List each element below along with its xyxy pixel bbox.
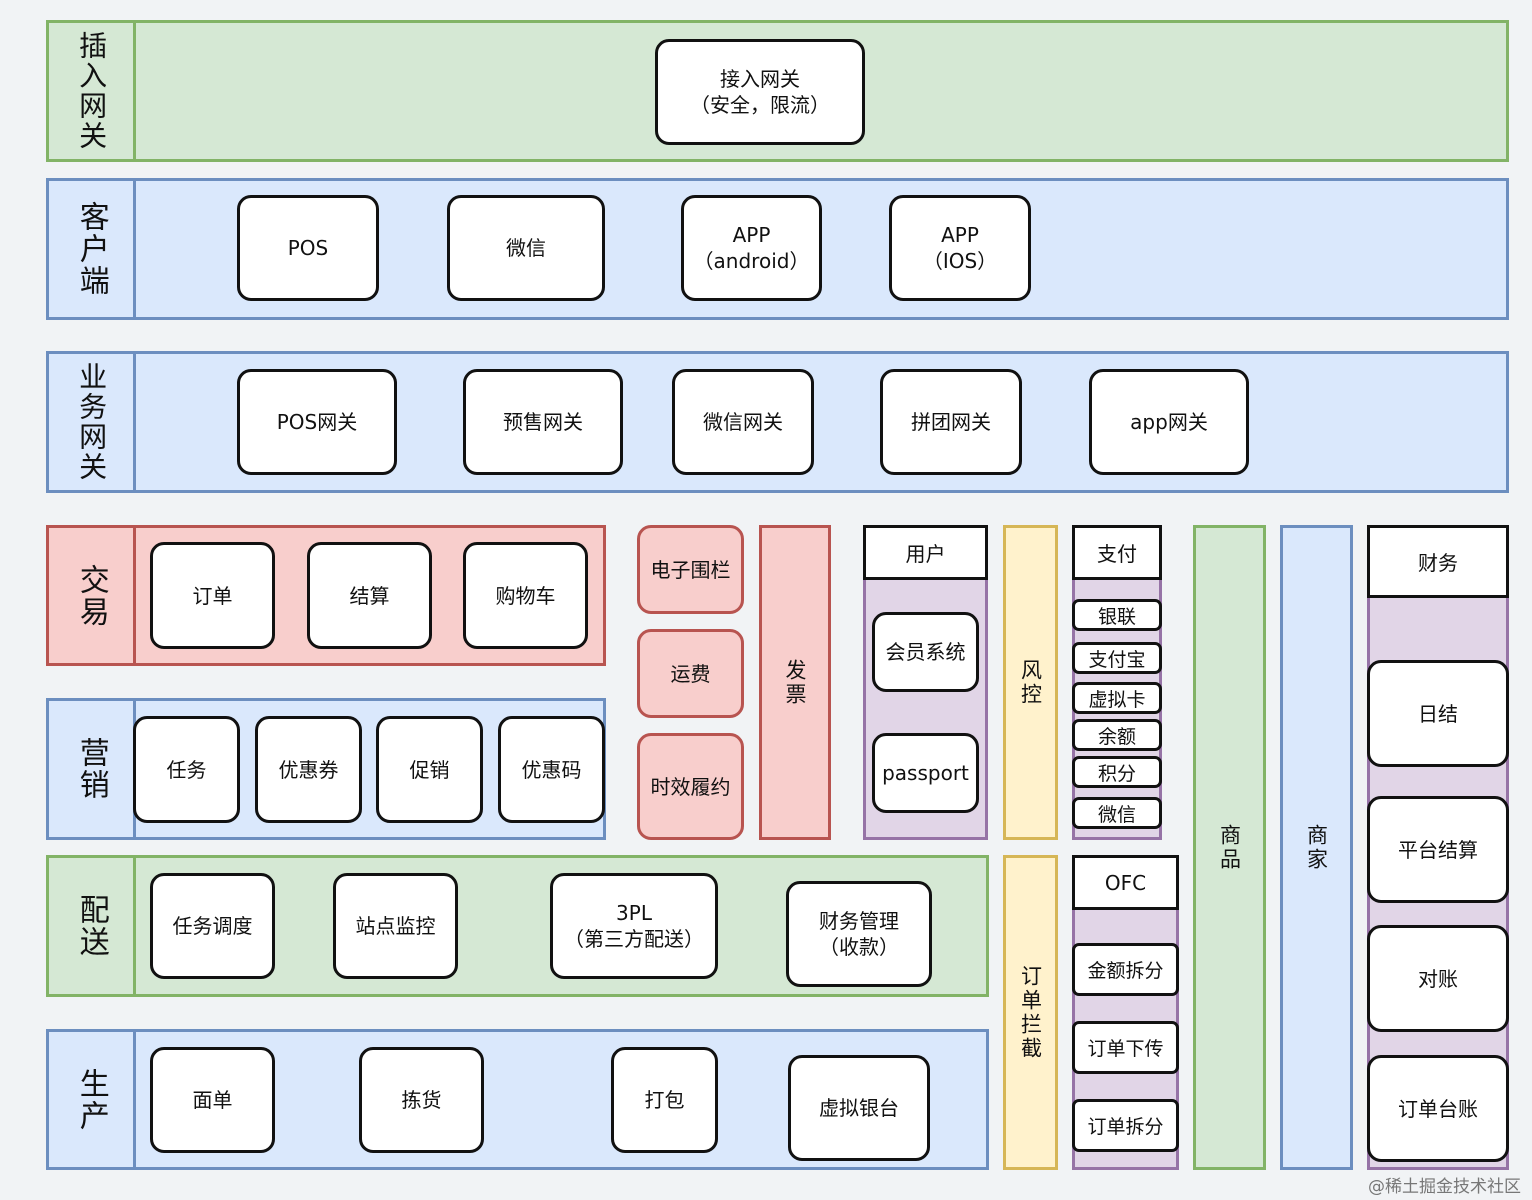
member-system-box: 会员系统 (872, 612, 979, 692)
payment-points: 积分 (1072, 756, 1162, 788)
client-wechat-box: 微信 (447, 195, 605, 301)
geofence-box: 电子围栏 (637, 525, 744, 614)
finance-mgmt-box: 财务管理 （收款） (786, 881, 932, 987)
biz-gateway-layer-label: 业务网关 (46, 351, 136, 493)
access-gateway-box: 接入网关 （安全，限流） (655, 39, 865, 145)
client-app-android-box: APP （android） (681, 195, 822, 301)
merchant-column: 商家 (1280, 525, 1353, 1170)
app-gateway-box: app网关 (1089, 369, 1249, 475)
pos-gateway-box: POS网关 (237, 369, 397, 475)
shipping-fee-box: 运费 (637, 629, 744, 718)
virtual-cashier-box: 虚拟银台 (788, 1055, 930, 1161)
ofc-header: OFC (1072, 855, 1179, 910)
cart-box: 购物车 (463, 542, 588, 649)
passport-box: passport (872, 733, 979, 813)
production-layer-label: 生产 (46, 1029, 136, 1170)
invoice-column: 发票 (759, 525, 831, 840)
gateway-layer-label: 插入网关 (46, 20, 136, 162)
promo-code-box: 优惠码 (498, 716, 605, 823)
coupon-box: 优惠券 (255, 716, 362, 823)
trade-layer-label: 交易 (46, 525, 136, 666)
site-monitor-box: 站点监控 (333, 873, 458, 979)
waybill-box: 面单 (150, 1047, 275, 1153)
payment-header: 支付 (1072, 525, 1162, 580)
order-box: 订单 (150, 542, 275, 649)
packing-box: 打包 (611, 1047, 718, 1153)
presale-gateway-box: 预售网关 (463, 369, 623, 475)
order-split-box: 订单拆分 (1072, 1099, 1179, 1152)
user-header: 用户 (863, 525, 988, 580)
timely-fulfillment-box: 时效履约 (637, 733, 744, 840)
3pl-box: 3PL （第三方配送） (550, 873, 718, 979)
marketing-layer-label: 营销 (46, 698, 136, 840)
payment-virtual-card: 虚拟卡 (1072, 682, 1162, 714)
order-dispatch-box: 订单下传 (1072, 1021, 1179, 1074)
watermark: @稀土掘金技术社区 (1368, 1177, 1521, 1197)
task-dispatch-box: 任务调度 (150, 873, 275, 979)
client-app-ios-box: APP （IOS） (889, 195, 1031, 301)
payment-alipay: 支付宝 (1072, 642, 1162, 674)
task-box: 任务 (133, 716, 240, 823)
payment-unionpay: 银联 (1072, 599, 1162, 631)
finance-header: 财务 (1367, 525, 1509, 598)
payment-balance: 余额 (1072, 719, 1162, 751)
promotion-box: 促销 (376, 716, 483, 823)
daily-settlement-box: 日结 (1367, 660, 1509, 767)
order-ledger-box: 订单台账 (1367, 1055, 1509, 1162)
client-pos-box: POS (237, 195, 379, 301)
wechat-gateway-box: 微信网关 (672, 369, 814, 475)
delivery-layer-label: 配送 (46, 855, 136, 997)
goods-column: 商品 (1193, 525, 1266, 1170)
groupbuy-gateway-box: 拼团网关 (880, 369, 1022, 475)
risk-control-column: 风控 (1003, 525, 1058, 840)
picking-box: 拣货 (359, 1047, 484, 1153)
settlement-box: 结算 (307, 542, 432, 649)
platform-settlement-box: 平台结算 (1367, 796, 1509, 903)
payment-wechat: 微信 (1072, 797, 1162, 829)
client-layer-label: 客户端 (46, 178, 136, 320)
amount-split-box: 金额拆分 (1072, 943, 1179, 996)
reconciliation-box: 对账 (1367, 925, 1509, 1032)
order-intercept-column: 订单拦截 (1003, 855, 1058, 1170)
